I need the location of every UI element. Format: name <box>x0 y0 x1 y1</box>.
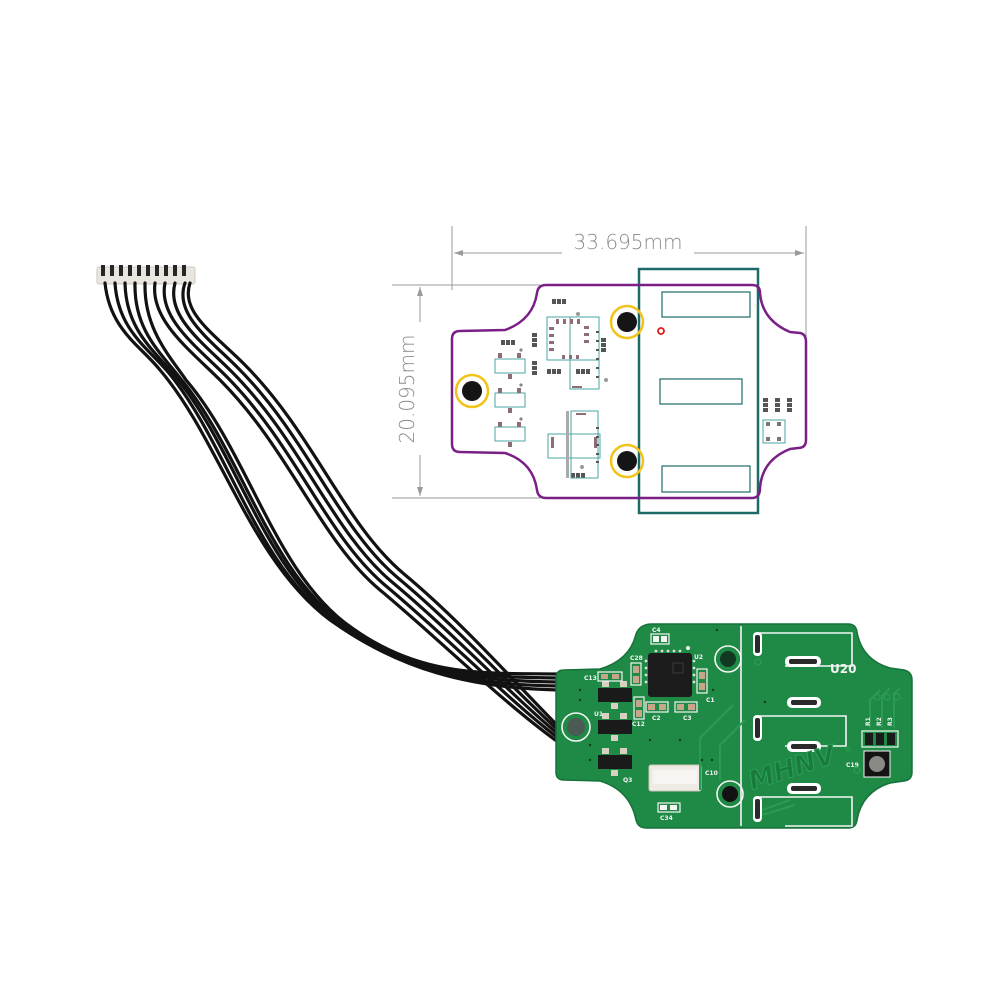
pcb-mount-hole-bottom <box>722 786 738 802</box>
wire <box>162 281 560 740</box>
wire <box>181 281 560 732</box>
pcb-white-connector <box>648 764 702 792</box>
ic-footprint-upper <box>546 312 608 390</box>
height-dimension-label: 20.095mm <box>395 335 419 444</box>
ref-u2: U2 <box>694 654 703 661</box>
mount-hole-bottom <box>609 443 645 479</box>
ref-c2: C2 <box>652 715 661 722</box>
jst-connector <box>96 265 196 285</box>
module-silk-pad-bot <box>760 796 853 827</box>
origin-marker <box>657 327 665 335</box>
board-outline <box>450 283 808 500</box>
dimension-annotations <box>392 226 807 499</box>
ref-c1: C1 <box>706 697 715 704</box>
chip-logo-mark <box>672 662 684 674</box>
ref-r1: R1 <box>865 717 872 726</box>
transistor-footprints <box>494 348 526 447</box>
ref-c19: C19 <box>846 762 859 769</box>
connector-footprint-lower <box>547 410 601 479</box>
mount-ring-bottom <box>716 780 744 808</box>
qfn-chip <box>648 653 692 697</box>
height-arrow-bottom <box>417 487 423 496</box>
pcb-tactile-switch <box>863 750 891 778</box>
module-footprint-outline <box>637 267 760 515</box>
wire <box>103 281 560 692</box>
ref-c34: C34 <box>660 815 673 822</box>
height-arrow-top <box>417 287 423 296</box>
wire <box>123 281 560 684</box>
wire <box>153 281 560 744</box>
ref-q3: Q3 <box>623 777 632 784</box>
ref-c12: C12 <box>632 721 645 728</box>
ref-r2: R2 <box>876 717 883 726</box>
width-arrow-left <box>454 250 463 256</box>
wire <box>172 281 560 736</box>
ref-r3: R3 <box>887 717 894 726</box>
pcb-transistors <box>598 681 632 776</box>
pcb-mount-hole-top <box>720 651 736 667</box>
mount-ring-left <box>561 712 591 742</box>
wire <box>113 281 560 688</box>
ref-u1: U1 <box>594 711 603 718</box>
pcb-passives <box>597 633 899 813</box>
ref-c13: C13 <box>584 675 597 682</box>
wire <box>143 281 560 676</box>
mount-hole-top <box>609 304 645 340</box>
ref-c4: C4 <box>652 627 661 634</box>
cable-harness <box>96 265 560 744</box>
switch-footprint <box>762 419 786 444</box>
passive-footprints <box>501 299 792 478</box>
registered-mark: ® <box>844 745 852 754</box>
module-pad-top <box>661 291 751 318</box>
ref-c10: C10 <box>705 770 718 777</box>
module-pad-bottom <box>661 465 751 493</box>
ref-c28: C28 <box>630 655 643 662</box>
width-arrow-right <box>795 250 804 256</box>
module-label-u20: U20 <box>830 662 856 676</box>
wire <box>133 281 560 680</box>
module-pad-middle <box>659 378 743 405</box>
width-dimension-label: 33.695mm <box>574 230 683 254</box>
ref-c3: C3 <box>683 715 692 722</box>
mount-ring-top <box>714 645 742 673</box>
pcb-board: U20 MHNV ® C4 C28 U2 C13 U1 C1 C2 C3 C12… <box>555 623 913 829</box>
mount-hole-left <box>454 373 490 409</box>
pcb-mount-hole-left <box>567 718 585 736</box>
pcb-outline-drawing <box>450 267 808 515</box>
wire <box>186 281 560 728</box>
